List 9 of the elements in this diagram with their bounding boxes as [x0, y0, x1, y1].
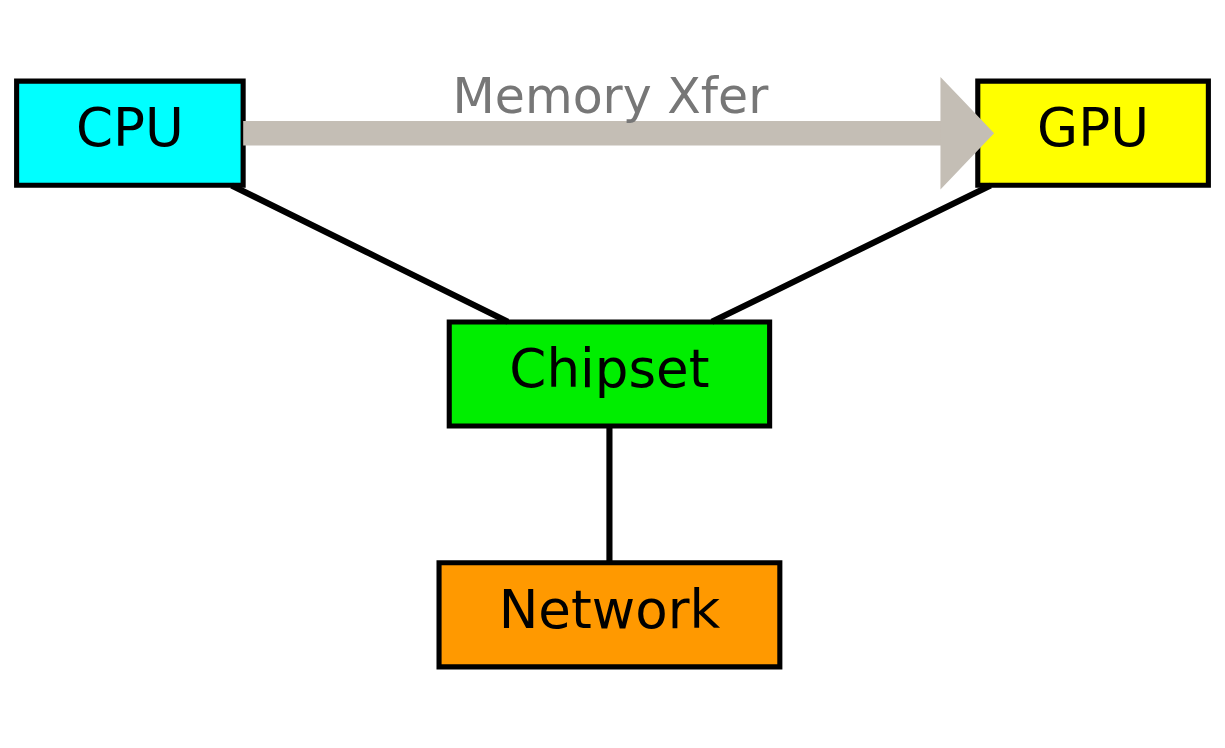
connector [230, 182, 510, 325]
edge-label: Memory Xfer [452, 68, 769, 126]
node-box: CPU [14, 78, 246, 188]
node-box: Chipset [446, 319, 773, 429]
connector [710, 182, 992, 325]
node-box: Network [436, 560, 783, 670]
arrow [243, 76, 995, 190]
connector [606, 426, 613, 563]
node-box: GPU [975, 78, 1211, 188]
